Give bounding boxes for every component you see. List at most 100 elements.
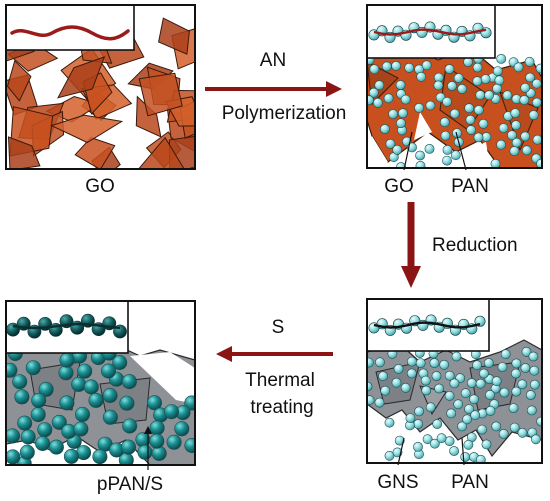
sphere bbox=[484, 90, 494, 101]
sphere bbox=[475, 378, 486, 389]
reduction-label: Reduction bbox=[432, 235, 518, 256]
sphere bbox=[422, 434, 433, 445]
sphere bbox=[496, 139, 506, 150]
sphere bbox=[520, 82, 531, 93]
sphere bbox=[483, 358, 494, 368]
sphere bbox=[507, 130, 517, 141]
sphere bbox=[519, 95, 530, 105]
sphere bbox=[415, 161, 426, 168]
sphere bbox=[164, 404, 180, 420]
sphere bbox=[425, 402, 436, 413]
sphere bbox=[446, 408, 457, 419]
go-sheet bbox=[50, 114, 124, 144]
sphere bbox=[58, 365, 74, 381]
sphere bbox=[511, 386, 522, 397]
sphere bbox=[450, 150, 461, 161]
sphere bbox=[12, 374, 28, 390]
sphere bbox=[391, 377, 402, 388]
sphere bbox=[532, 134, 542, 145]
sphere bbox=[374, 80, 385, 91]
sphere bbox=[526, 405, 537, 416]
go-sheet bbox=[158, 17, 190, 55]
sphere bbox=[463, 439, 474, 450]
go-sheet bbox=[138, 72, 183, 117]
sphere bbox=[460, 452, 471, 462]
sphere bbox=[475, 90, 486, 100]
sphere bbox=[491, 421, 502, 432]
chain-backbone bbox=[12, 322, 121, 330]
sphere bbox=[392, 144, 403, 155]
sphere bbox=[59, 395, 75, 411]
sphere bbox=[381, 61, 392, 72]
sphere bbox=[496, 54, 507, 64]
sphere bbox=[478, 368, 489, 379]
sphere bbox=[6, 362, 18, 378]
sphere bbox=[485, 405, 496, 416]
sphere bbox=[442, 144, 453, 155]
pan-pointer bbox=[455, 131, 467, 171]
sphere bbox=[6, 428, 20, 444]
sphere bbox=[30, 407, 46, 423]
sphere bbox=[449, 108, 460, 119]
sphere bbox=[14, 389, 30, 405]
sphere bbox=[500, 349, 511, 360]
sphere bbox=[477, 424, 487, 435]
inset-polymer-chain bbox=[5, 4, 135, 51]
sphere bbox=[20, 429, 36, 445]
sphere bbox=[415, 358, 426, 368]
go-pointer bbox=[403, 131, 413, 171]
sphere bbox=[367, 95, 374, 106]
sphere bbox=[510, 108, 521, 118]
sphere bbox=[473, 132, 484, 143]
sphere bbox=[121, 439, 137, 455]
sphere bbox=[498, 428, 509, 439]
sphere bbox=[6, 449, 21, 465]
pan-pointer bbox=[461, 437, 465, 466]
sphere bbox=[372, 97, 383, 108]
sphere bbox=[394, 435, 405, 446]
sphere bbox=[414, 103, 424, 113]
chain-sphere bbox=[480, 27, 492, 39]
sphere bbox=[404, 62, 415, 73]
sphere bbox=[388, 109, 398, 119]
sphere bbox=[433, 80, 444, 91]
sphere bbox=[508, 403, 519, 413]
sphere bbox=[414, 406, 424, 417]
sphere bbox=[391, 61, 401, 71]
sphere bbox=[59, 352, 75, 368]
sphere bbox=[37, 422, 53, 438]
sphere bbox=[421, 60, 432, 71]
sphere bbox=[517, 379, 528, 390]
sphere bbox=[425, 100, 436, 111]
sphere bbox=[509, 146, 520, 156]
sphere bbox=[470, 410, 481, 421]
sphere bbox=[379, 124, 390, 134]
sphere bbox=[462, 414, 472, 425]
sphere bbox=[400, 94, 411, 105]
sphere bbox=[83, 379, 99, 395]
sphere bbox=[367, 357, 374, 368]
sphere bbox=[494, 75, 505, 86]
sphere bbox=[434, 383, 444, 394]
sphere bbox=[511, 358, 522, 369]
sphere bbox=[513, 62, 524, 73]
sphere bbox=[73, 421, 89, 437]
sphere bbox=[368, 87, 379, 98]
sphere bbox=[383, 93, 394, 104]
sphere bbox=[416, 71, 427, 82]
sphere bbox=[490, 158, 501, 168]
sphere bbox=[520, 131, 531, 142]
sphere bbox=[405, 413, 416, 423]
sphere bbox=[453, 399, 464, 410]
sphere bbox=[525, 72, 535, 83]
sphere bbox=[429, 438, 440, 449]
sphere bbox=[492, 83, 502, 94]
sphere bbox=[492, 66, 503, 76]
sphere bbox=[400, 382, 411, 393]
sphere bbox=[449, 446, 459, 456]
sphere bbox=[457, 421, 467, 432]
sphere bbox=[406, 368, 417, 379]
sphere bbox=[472, 76, 483, 87]
sphere bbox=[25, 360, 41, 376]
sphere bbox=[385, 138, 396, 149]
